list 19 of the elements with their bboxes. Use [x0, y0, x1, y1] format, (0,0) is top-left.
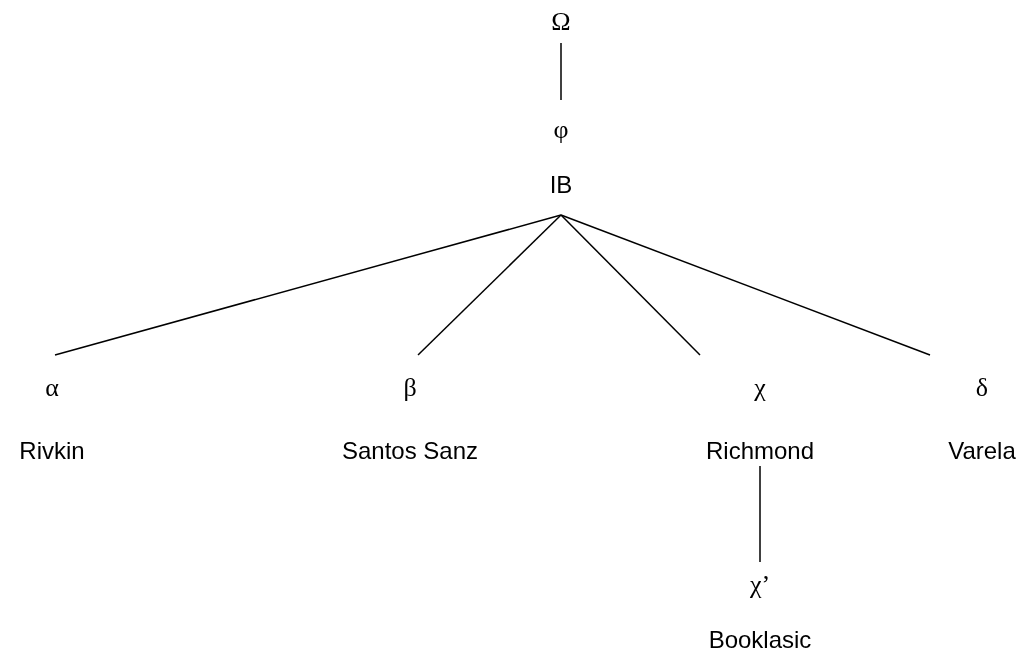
siglum-label: φ: [553, 115, 569, 145]
name-label: Varela: [948, 436, 1016, 466]
stemma-line: [560, 214, 931, 356]
siglum-label: χ: [754, 373, 766, 403]
siglum-label: χ’: [749, 570, 771, 600]
name-label: Rivkin: [19, 436, 85, 466]
stemma-line: [417, 214, 562, 356]
siglum-label: δ: [975, 373, 989, 403]
stemma-line: [560, 214, 701, 356]
name-label: Richmond: [705, 436, 814, 466]
stemma-line: [54, 214, 562, 356]
siglum-label: Ω: [551, 7, 571, 37]
stemma-line: [560, 42, 562, 101]
name-label: Booklasic: [708, 625, 812, 655]
stemma-line: [759, 465, 761, 563]
name-label: Santos Sanz: [341, 436, 479, 466]
name-label: IB: [549, 170, 573, 200]
siglum-label: α: [45, 373, 59, 403]
siglum-label: β: [403, 373, 417, 403]
